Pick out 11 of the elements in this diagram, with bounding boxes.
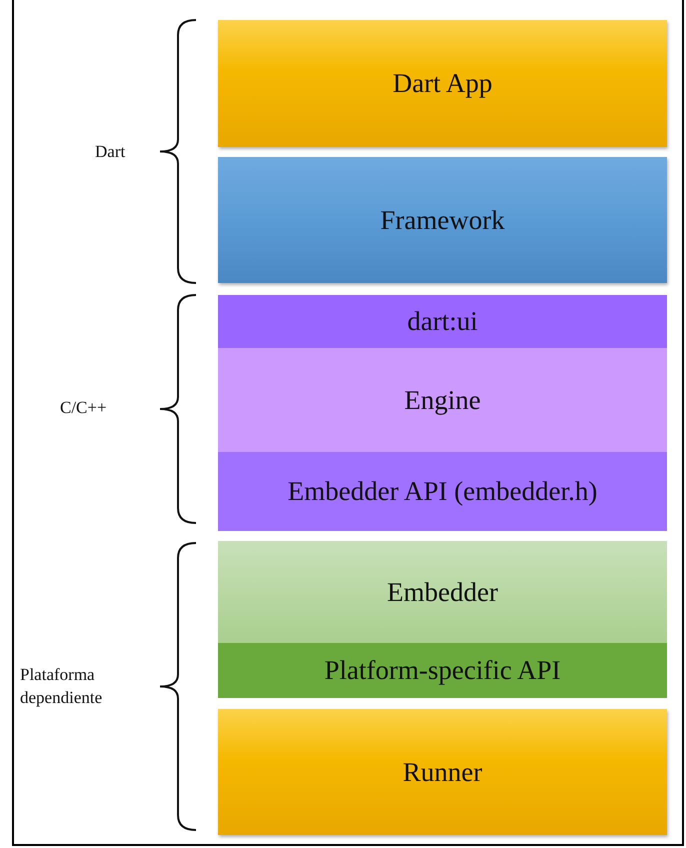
layer-band: Platform-specific API <box>218 643 667 698</box>
group-label: Dart <box>95 141 126 163</box>
group-label: Plataforma dependiente <box>20 664 104 709</box>
layer-band: dart:ui <box>218 295 667 348</box>
group-label: C/C++ <box>60 397 108 419</box>
layer-box: Framework <box>218 157 667 283</box>
layer-band: Engine <box>218 348 667 452</box>
layer-band: Embedder API (embedder.h) <box>218 452 667 531</box>
layer-box: Runner <box>218 709 667 835</box>
layer-box: Dart App <box>218 20 667 147</box>
layer-band: Embedder <box>218 541 667 643</box>
